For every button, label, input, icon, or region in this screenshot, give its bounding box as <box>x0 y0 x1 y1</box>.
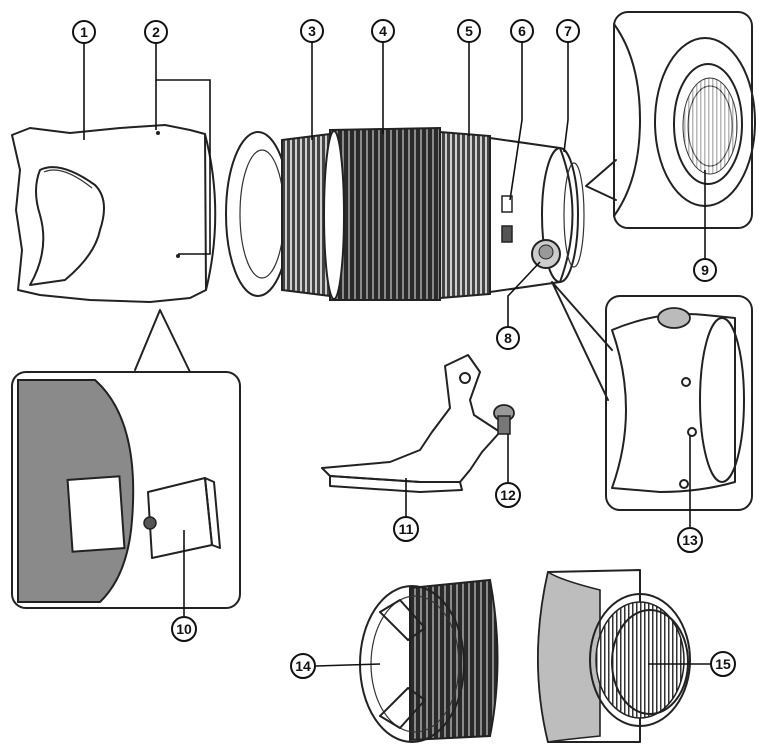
callout-15: 15 <box>710 651 736 677</box>
callout-1-label: 1 <box>80 24 88 40</box>
alignment-dot <box>156 131 160 135</box>
callout-12-label: 12 <box>500 487 516 503</box>
collar-knob <box>657 307 691 329</box>
alignment-dot-2 <box>176 254 180 258</box>
callout-5: 5 <box>457 19 481 43</box>
callout-10-label: 10 <box>176 621 192 637</box>
callout-3: 3 <box>300 19 324 43</box>
callout-13-label: 13 <box>682 532 698 548</box>
callout-4-label: 4 <box>379 23 387 39</box>
collar-hole-1 <box>681 377 691 387</box>
callout-6-label: 6 <box>518 23 526 39</box>
collar-hole-2 <box>687 427 697 437</box>
callout-7-label: 7 <box>564 23 572 39</box>
callout-13: 13 <box>677 527 703 553</box>
collar-hole-3 <box>679 479 689 489</box>
switch-lower <box>501 225 513 243</box>
cap-pinch-bottom <box>379 687 426 729</box>
tripod-foot <box>321 354 515 493</box>
tripod-collar-inset <box>605 295 753 511</box>
callout-12: 12 <box>495 482 521 508</box>
window-screw-icon <box>143 516 157 530</box>
callout-2-label: 2 <box>152 24 160 40</box>
callout-14: 14 <box>290 653 316 679</box>
callout-10: 10 <box>171 616 197 642</box>
callout-7: 7 <box>556 19 580 43</box>
callout-1: 1 <box>72 20 96 44</box>
callout-14-label: 14 <box>295 658 311 674</box>
rear-cap <box>537 569 691 743</box>
callout-8: 8 <box>496 326 520 350</box>
callout-9-label: 9 <box>701 262 709 278</box>
callout-4: 4 <box>371 19 395 43</box>
callout-15-label: 15 <box>715 656 731 672</box>
lens-barrel <box>225 126 585 301</box>
callout-8-label: 8 <box>504 330 512 346</box>
leader-lines <box>83 42 710 667</box>
rear-mount-inset <box>613 11 756 229</box>
front-cap <box>359 578 499 743</box>
callout-3-label: 3 <box>308 23 316 39</box>
callout-2: 2 <box>144 20 168 44</box>
callout-11-label: 11 <box>399 521 414 537</box>
callout-11: 11 <box>393 516 419 542</box>
lens-hood <box>11 124 217 303</box>
cap-pinch-top <box>379 599 426 641</box>
callout-6: 6 <box>510 19 534 43</box>
hood-window-inset <box>11 371 241 609</box>
callout-5-label: 5 <box>465 23 473 39</box>
switch-upper <box>501 195 513 213</box>
callout-9: 9 <box>693 258 717 282</box>
